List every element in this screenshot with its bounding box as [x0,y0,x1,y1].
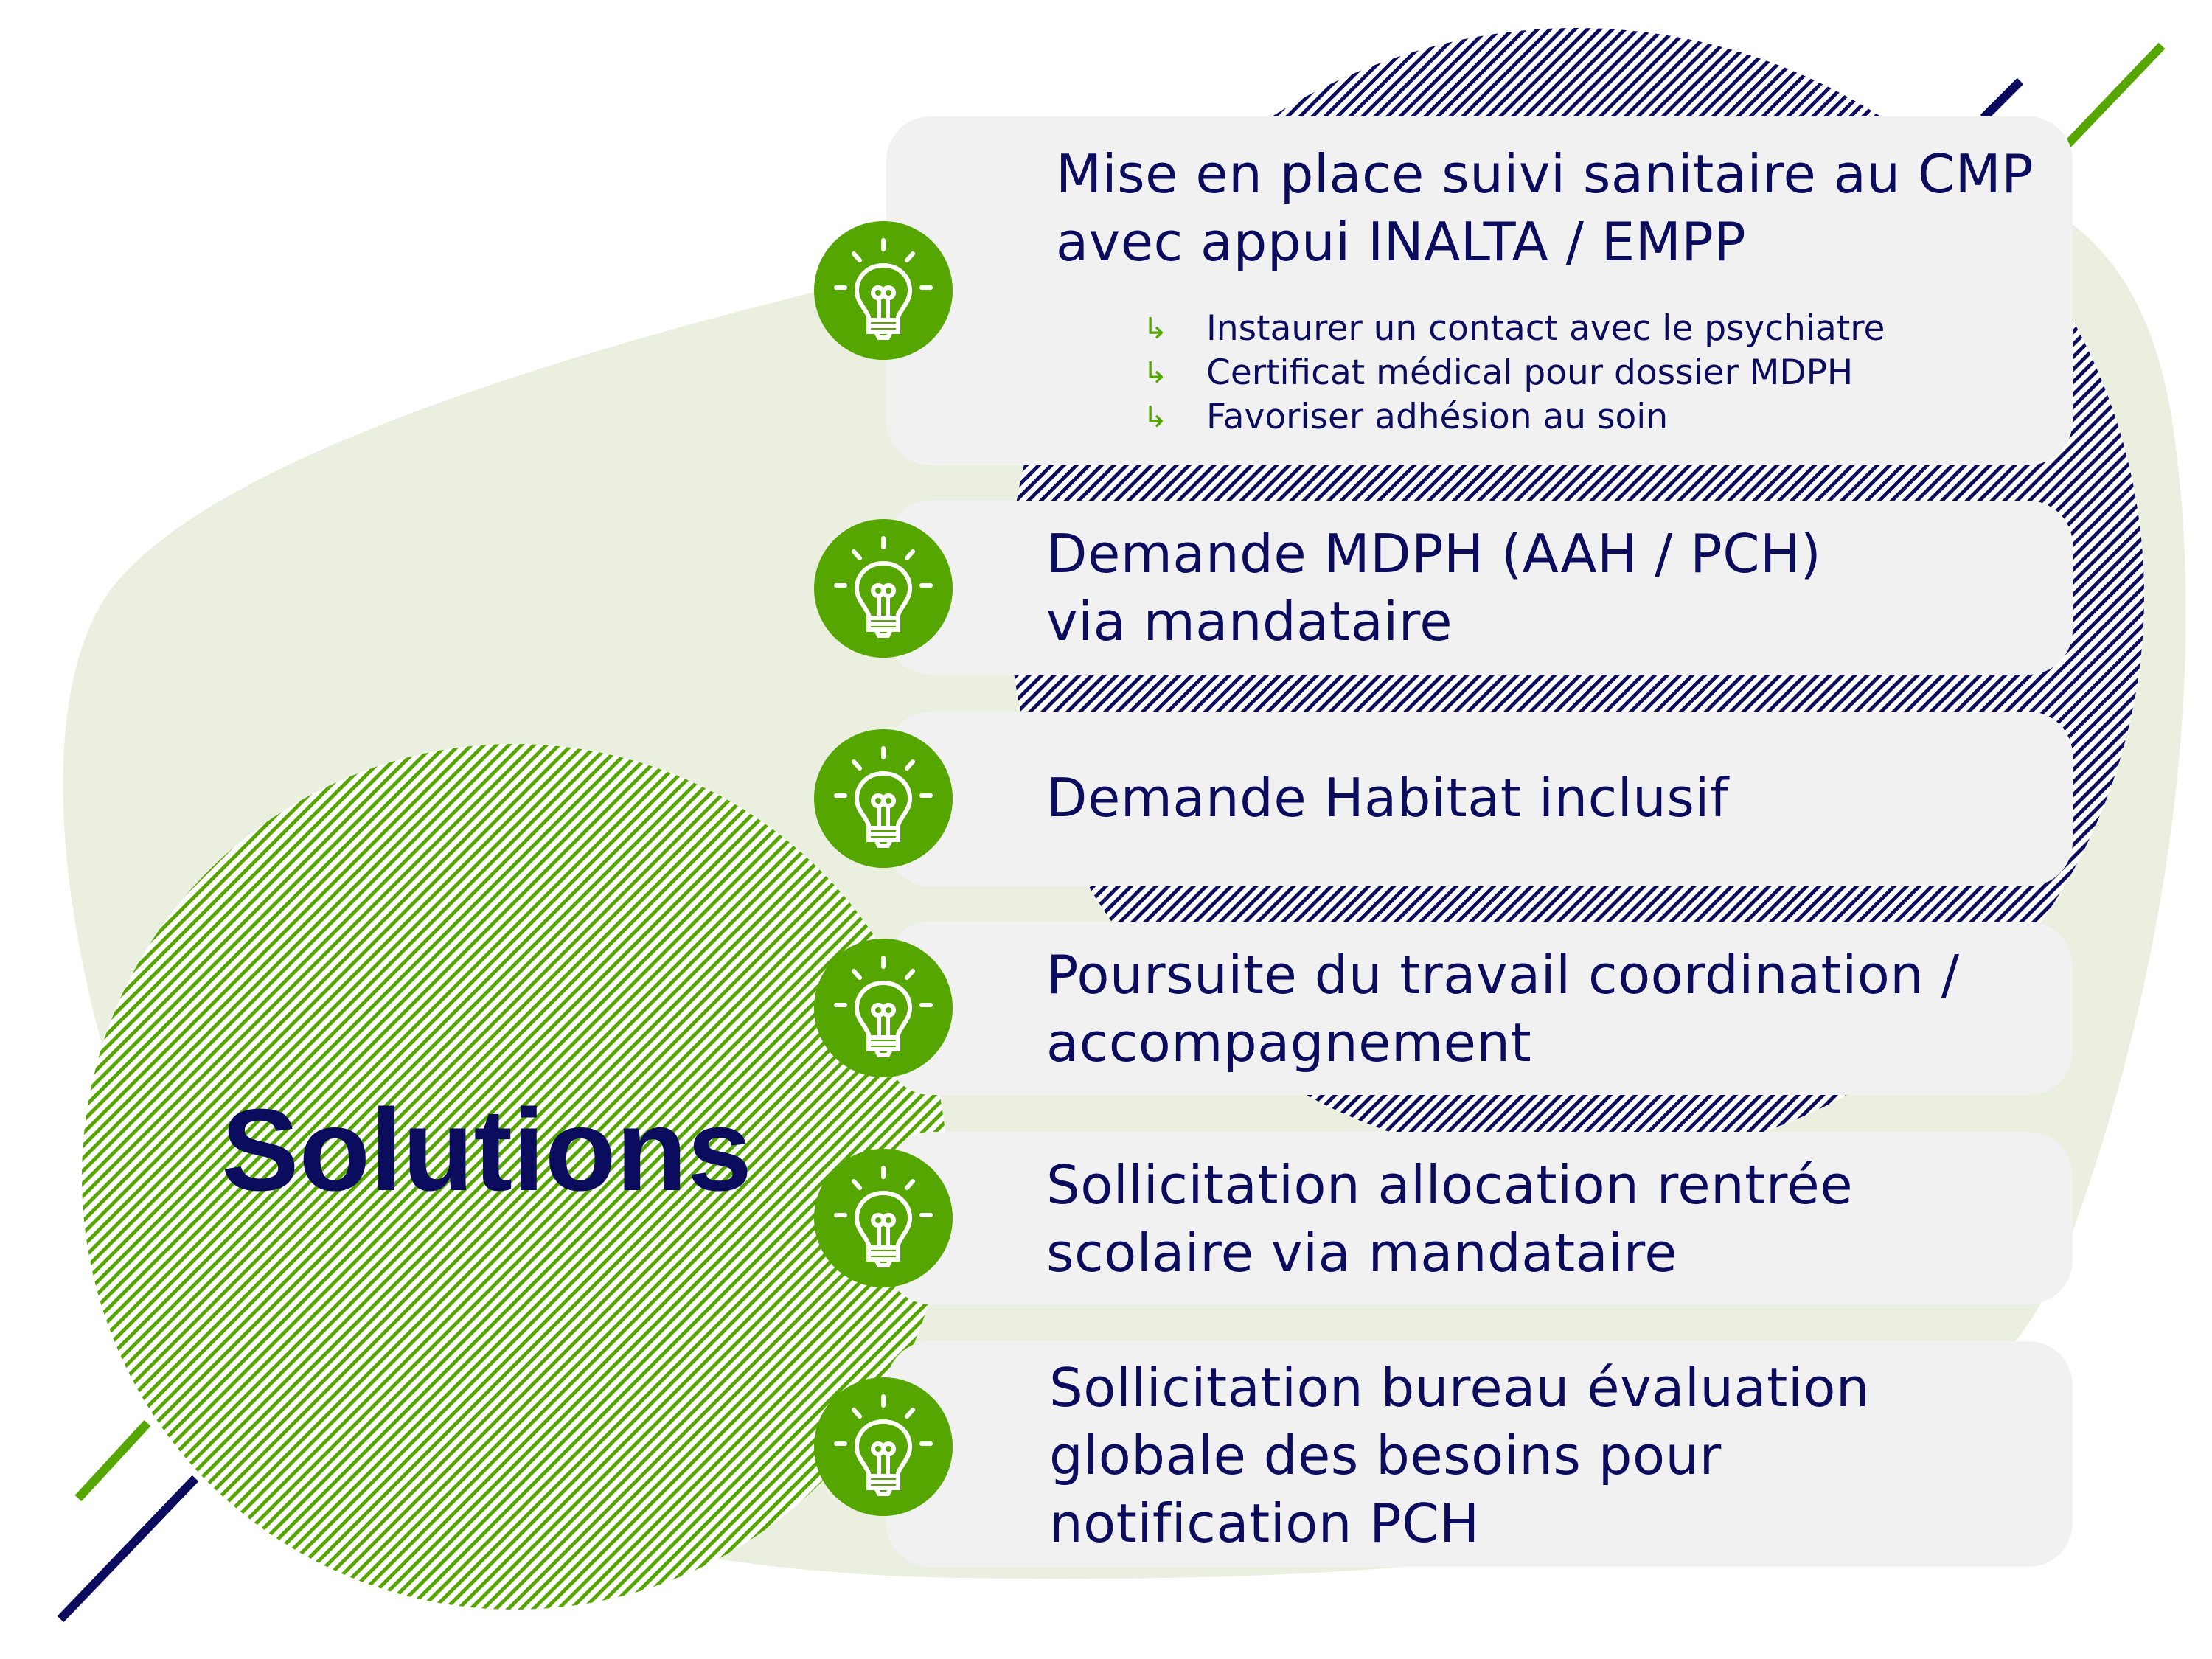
solution-card-4 [886,922,2073,1095]
title-line: notification PCH [1049,1492,1480,1554]
lightbulb-icon [814,939,953,1077]
subitem: ↳ Favoriser adhésion au soin [1143,395,1885,439]
title-line: Sollicitation bureau évaluation [1049,1357,1871,1419]
title-line: avec appui INALTA / EMPP [1056,211,1747,273]
solution-title-6: Sollicitation bureau évaluation globale … [1049,1354,1870,1557]
subitem-text: Favoriser adhésion au soin [1206,397,1669,437]
solution-title-2: Demande MDPH (AAH / PCH) via mandataire [1046,520,1821,655]
return-arrow-icon: ↳ [1143,400,1168,434]
solution-card-6 [886,1341,2073,1567]
green-diagonal-line [2061,42,2166,151]
solution-title-1: Mise en place suivi sanitaire au CMP ave… [1056,140,2034,276]
title-line: Poursuite du travail coordination / [1046,944,1960,1006]
subitem: ↳ Certificat médical pour dossier MDPH [1143,351,1885,395]
return-arrow-icon: ↳ [1143,356,1168,390]
navy-diagonal-line-bottom [57,1475,199,1623]
title-line: Demande MDPH (AAH / PCH) [1046,523,1822,585]
lightbulb-icon [814,519,953,658]
lightbulb-icon [814,1149,953,1287]
title-line: globale des besoins pour [1049,1425,1722,1486]
solution-title-5: Sollicitation allocation rentrée scolair… [1046,1151,1853,1287]
lightbulb-icon [814,729,953,868]
title-line: via mandataire [1046,591,1453,653]
title-line: Demande Habitat inclusif [1046,767,1729,829]
lightbulb-icon [814,1377,953,1516]
subitem-text: Instaurer un contact avec le psychiatre [1206,308,1885,349]
solution-card-2 [886,501,2073,675]
solution-title-4: Poursuite du travail coordination / acco… [1046,941,1960,1077]
subitem: ↳ Instaurer un contact avec le psychiatre [1143,307,1885,351]
title-line: Mise en place suivi sanitaire au CMP [1056,143,2034,205]
solution-card-3 [886,712,2073,886]
return-arrow-icon: ↳ [1143,312,1168,346]
navy-diagonal-line [1980,77,2024,122]
subitem-list: ↳ Instaurer un contact avec le psychiatre… [1143,307,1885,439]
solution-card-1 [886,116,2073,465]
green-hatched-circle [82,744,947,1610]
title-line: Sollicitation allocation rentrée [1046,1154,1853,1216]
title-line: scolaire via mandataire [1046,1222,1677,1284]
solutions-heading: Solutions [221,1085,752,1215]
green-diagonal-line-bottom [74,1419,151,1502]
title-line: accompagnement [1046,1012,1532,1074]
solution-card-5 [886,1132,2073,1304]
lightbulb-icon [814,221,953,360]
subitem-text: Certificat médical pour dossier MDPH [1206,352,1854,393]
solution-title-3: Demande Habitat inclusif [1046,764,1729,832]
